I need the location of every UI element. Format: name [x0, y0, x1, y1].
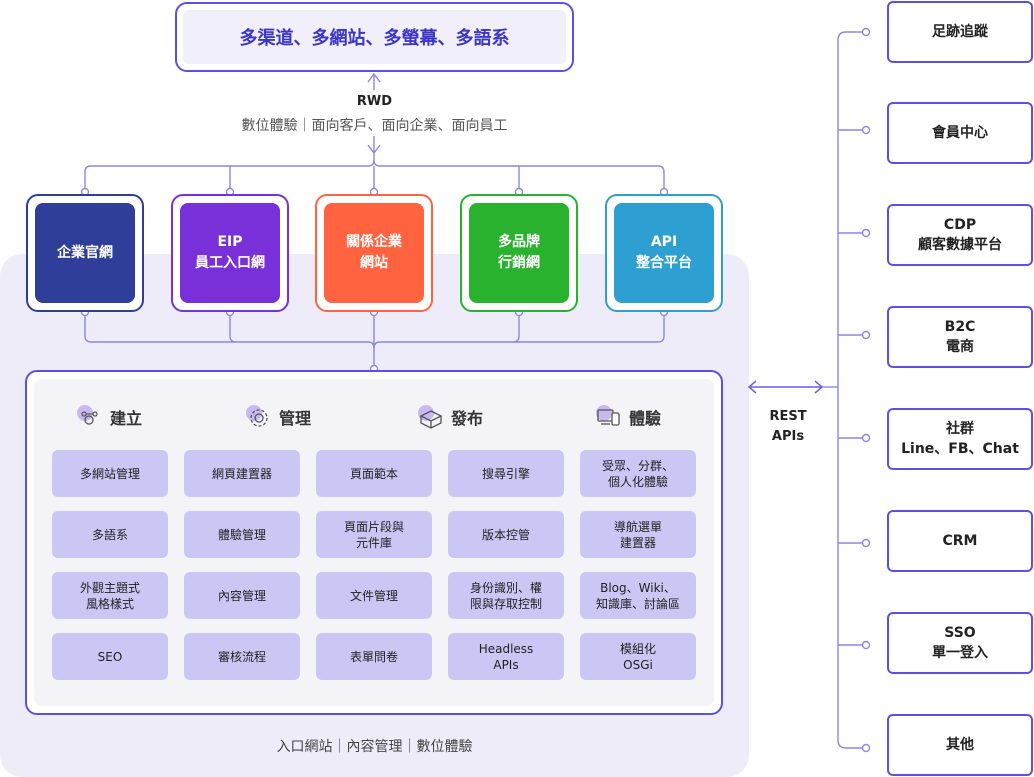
- stage-publish-label: 發布: [451, 409, 484, 428]
- build-icon: [76, 404, 102, 430]
- manage-gear-icon: [245, 404, 271, 430]
- card-corporate-site-label: 企業官網: [35, 203, 135, 303]
- card-multi-brand: 多品牌 行銷網: [460, 194, 578, 312]
- capability-cell: 模組化 OSGi: [580, 633, 696, 680]
- capability-cell: 身份識別、權 限與存取控制: [448, 572, 564, 619]
- capability-cell: 內容管理: [184, 572, 300, 619]
- stage-manage: 管理: [245, 402, 311, 432]
- channels-banner-title: 多渠道、多網站、多螢幕、多語系: [183, 10, 566, 64]
- rest-apis-label: REST APIs: [769, 409, 807, 444]
- capability-cell: 體驗管理: [184, 511, 300, 558]
- rwd-subtitle: 數位體驗｜面向客戶、面向企業、面向員工: [241, 118, 508, 134]
- capability-cell: 網頁建置器: [184, 450, 300, 497]
- capability-cell: 頁面片段與 元件庫: [316, 511, 432, 558]
- integration-other: 其他: [887, 714, 1033, 776]
- capability-cell: 外觀主題式 風格樣式: [52, 572, 168, 619]
- card-eip-label: EIP 員工入口網: [180, 203, 280, 303]
- card-api-platform-label: API 整合平台: [614, 203, 714, 303]
- rwd-label: RWD: [356, 94, 393, 109]
- card-multi-brand-label: 多品牌 行銷網: [469, 203, 569, 303]
- stage-experience: 體驗: [595, 402, 661, 432]
- capability-cell: 版本控管: [448, 511, 564, 558]
- stage-experience-label: 體驗: [629, 409, 662, 428]
- capability-cell: SEO: [52, 633, 168, 680]
- stage-build-label: 建立: [110, 409, 143, 428]
- integration-cdp: CDP 顧客數據平台: [887, 204, 1033, 266]
- capability-cell: 搜尋引擎: [448, 450, 564, 497]
- stage-manage-label: 管理: [279, 409, 312, 428]
- integration-b2c-ecommerce: B2C 電商: [887, 306, 1033, 368]
- integration-footprint-tracking: 足跡追蹤: [887, 1, 1033, 63]
- integration-member-center: 會員中心: [887, 102, 1033, 164]
- capability-cell: 文件管理: [316, 572, 432, 619]
- platform-footer-label: 入口網站｜內容管理｜數位體驗: [276, 739, 473, 755]
- card-affiliate-sites-label: 關係企業 網站: [324, 203, 424, 303]
- capability-cell: Headless APIs: [448, 633, 564, 680]
- capability-cell: 頁面範本: [316, 450, 432, 497]
- publish-box-icon: [417, 404, 443, 430]
- devices-icon: [595, 404, 621, 430]
- capability-cell: 導航選單 建置器: [580, 511, 696, 558]
- capability-cell: Blog、Wiki、 知識庫、討論區: [580, 572, 696, 619]
- capability-cell: 多語系: [52, 511, 168, 558]
- capability-cell: 受眾、分群、 個人化體驗: [580, 450, 696, 497]
- integration-sso: SSO 單一登入: [887, 612, 1033, 674]
- integration-social: 社群 Line、FB、Chat: [887, 408, 1033, 470]
- capability-cell: 表單問卷: [316, 633, 432, 680]
- card-eip: EIP 員工入口網: [171, 194, 289, 312]
- channels-banner: 多渠道、多網站、多螢幕、多語系: [175, 2, 574, 72]
- card-corporate-site: 企業官網: [26, 194, 144, 312]
- card-api-platform: API 整合平台: [605, 194, 723, 312]
- card-affiliate-sites: 關係企業 網站: [315, 194, 433, 312]
- capability-cell: 審核流程: [184, 633, 300, 680]
- integration-crm: CRM: [887, 510, 1033, 572]
- stage-build: 建立: [76, 402, 142, 432]
- capability-cell: 多網站管理: [52, 450, 168, 497]
- stage-publish: 發布: [417, 402, 483, 432]
